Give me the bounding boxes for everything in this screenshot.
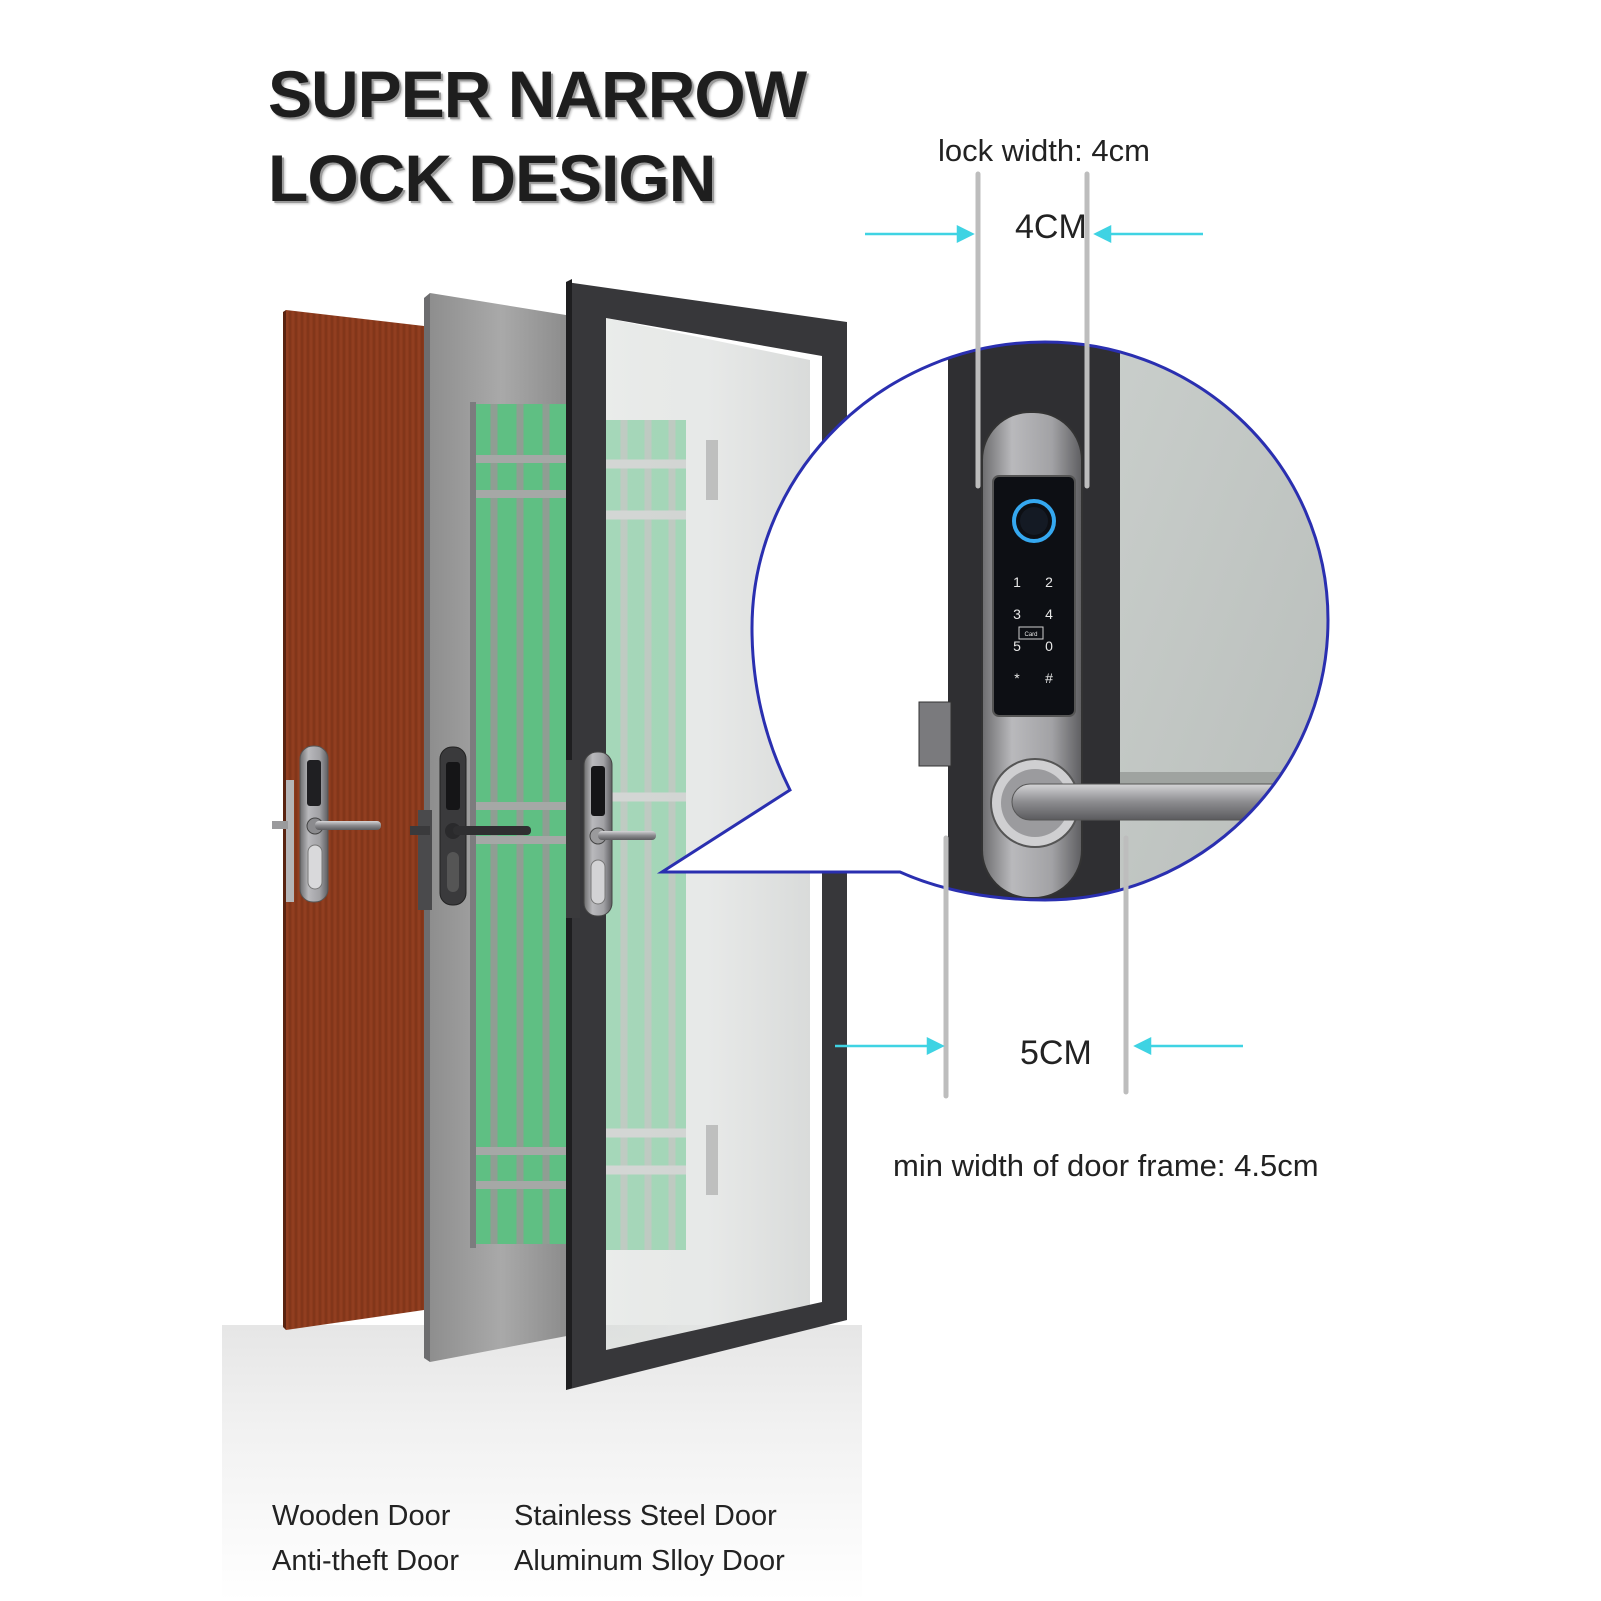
lock-width-note: lock width: 4cm — [938, 133, 1150, 168]
door-type-stainless-steel: Stainless Steel Door — [514, 1500, 777, 1532]
door-type-aluminum: Aluminum Slloy Door — [514, 1545, 785, 1577]
door-type-wooden: Wooden Door — [272, 1500, 451, 1532]
headline: SUPER NARROW LOCK DESIGN — [268, 52, 807, 220]
keypad-key: 0 — [1045, 638, 1053, 654]
floor-shadow — [222, 1325, 862, 1601]
keypad: 1 2 3 4 Card 5 0 * # — [1013, 574, 1053, 686]
keypad-key: # — [1045, 670, 1053, 686]
wooden-door-lock — [272, 745, 381, 903]
arrow-left-icon — [1093, 224, 1203, 244]
keypad-key: 5 — [1013, 638, 1021, 654]
keypad-key: * — [1014, 670, 1020, 686]
fingerprint-icon — [1012, 499, 1056, 543]
door-type-anti-theft: Anti-theft Door — [272, 1545, 459, 1577]
aluminum-door-lock — [566, 751, 656, 918]
frame-width-note: min width of door frame: 4.5cm — [893, 1148, 1319, 1183]
keypad-key: 3 — [1013, 606, 1021, 622]
zoom-callout — [656, 340, 1330, 902]
headline-line-2: LOCK DESIGN — [268, 141, 716, 215]
keypad-key: 4 — [1045, 606, 1053, 622]
arrow-right-icon — [865, 224, 975, 244]
arrow-right-icon — [835, 1036, 945, 1056]
lock-width-value: 4CM — [1015, 208, 1087, 246]
frame-width-value: 5CM — [1020, 1034, 1092, 1072]
wooden-door — [283, 310, 424, 1330]
steel-door-lock — [410, 746, 531, 910]
arrow-left-icon — [1133, 1036, 1243, 1056]
card-reader-label: Card — [1024, 632, 1037, 638]
keypad-key: 2 — [1045, 574, 1053, 590]
keypad-key: 1 — [1013, 574, 1021, 590]
measurement-guides — [943, 171, 1129, 1099]
headline-line-1: SUPER NARROW — [268, 57, 807, 131]
